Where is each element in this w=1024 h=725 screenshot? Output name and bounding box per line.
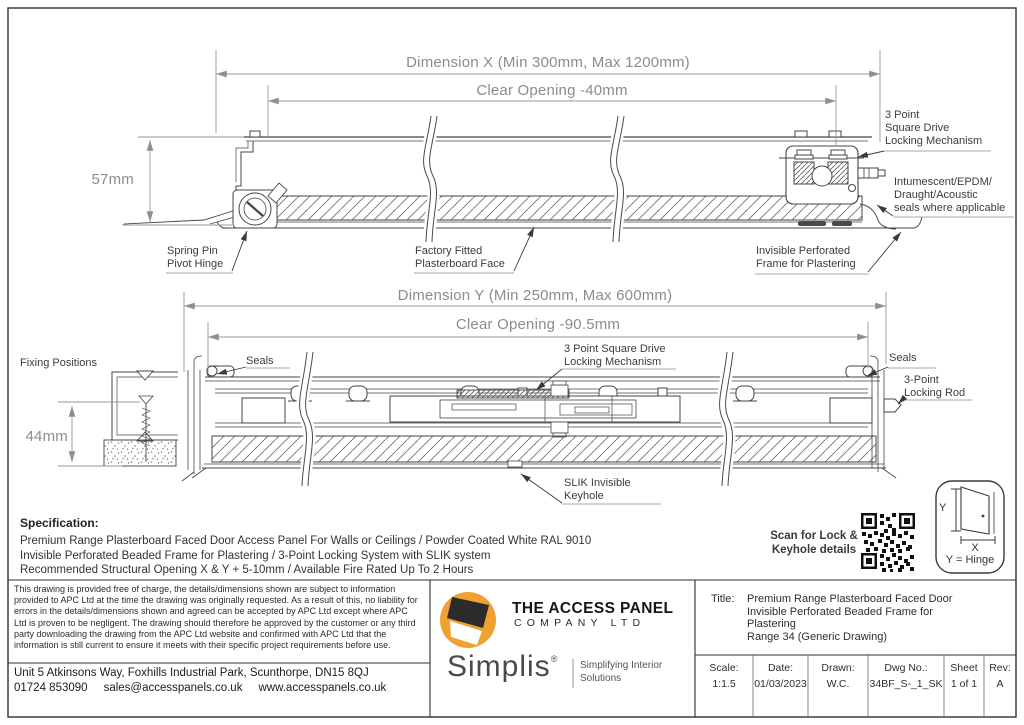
field-label: Dwg No.: xyxy=(884,662,928,674)
field-value: 1 of 1 xyxy=(950,678,978,690)
dimension-y-label: Dimension Y (Min 250mm, Max 600mm) xyxy=(397,287,673,304)
email-address: sales@accesspanels.co.uk xyxy=(103,682,243,694)
plasterboard-face-label: Factory Fitted Plasterboard Face xyxy=(415,245,505,270)
scan-qr-note: Scan for Lock & Keyhole details xyxy=(770,530,858,556)
field-value: W.C. xyxy=(826,678,850,690)
field-label: Scale: xyxy=(709,662,739,674)
slik-keyhole-label: SLIK Invisible Keyhole xyxy=(564,477,631,502)
door-hinge-diagram xyxy=(935,480,1005,574)
border-frame xyxy=(7,7,1017,718)
phone-number: 01724 853090 xyxy=(14,682,88,694)
brand-tagline-line2: Solutions xyxy=(580,673,622,684)
field-label: Date: xyxy=(767,662,794,674)
specification-line: Recommended Structural Opening X & Y + 5… xyxy=(20,564,474,577)
field-date: Date: 01/03/2023 xyxy=(753,655,808,717)
field-value: 1:1.5 xyxy=(712,678,736,690)
door-diagram-y-label: Y xyxy=(939,502,947,514)
disclaimer-text: This drawing is provided free of charge,… xyxy=(14,584,418,651)
specification-line: Premium Range Plasterboard Faced Door Ac… xyxy=(20,535,592,547)
field-drawn: Drawn: W.C. xyxy=(808,655,868,717)
specification-block: Specification: Premium Range Plasterboar… xyxy=(20,516,720,578)
pivot-hinge-label: Spring Pin Pivot Hinge xyxy=(167,245,224,270)
field-rev: Rev: A xyxy=(984,655,1016,717)
clear-opening-y-label: Clear Opening -90.5mm xyxy=(455,316,621,333)
field-label: Drawn: xyxy=(821,662,855,674)
qr-code xyxy=(860,512,916,572)
seals-left-label: Seals xyxy=(246,355,274,367)
door-diagram-x-label: X xyxy=(971,542,979,554)
brand-tagline-line1: Simplifying Interior xyxy=(580,660,663,671)
company-name-line1: THE ACCESS PANEL xyxy=(512,600,674,617)
leader-lines xyxy=(216,150,908,504)
fixing-positions-label: Fixing Positions xyxy=(20,357,98,369)
field-value: 34BF_S-_1_SK xyxy=(869,678,943,690)
company-logo-icon xyxy=(440,592,496,648)
label-underlines xyxy=(166,150,1014,505)
field-sheet: Sheet 1 of 1 xyxy=(944,655,984,717)
seals-applicable-label: Intumescent/EPDM/ Draught/Acoustic seals… xyxy=(894,176,1006,214)
field-value: 01/03/2023 xyxy=(754,678,807,690)
height-57mm-label: 57mm xyxy=(91,171,134,188)
registered-mark: ® xyxy=(550,654,558,664)
specification-line: Invisible Perforated Beaded Frame for Pl… xyxy=(20,549,491,562)
dimension-lines-top xyxy=(122,50,881,226)
locking-mechanism-label: 3 Point Square Drive Locking Mechanism xyxy=(885,109,983,147)
square-drive-lock-label: 3 Point Square Drive Locking Mechanism xyxy=(564,343,666,368)
specification-heading: Specification: xyxy=(20,516,99,530)
company-name-line2: COMPANY LTD xyxy=(514,617,646,629)
drawing-title: Premium Range Plasterboard Faced Door In… xyxy=(747,593,953,643)
brand-wordmark: Simplis® xyxy=(447,650,557,684)
field-scale: Scale: 1:1.5 xyxy=(695,655,753,717)
clear-opening-x-label: Clear Opening -40mm xyxy=(476,82,628,99)
dimension-lines-side xyxy=(58,292,887,467)
address-line: Unit 5 Atkinsons Way, Foxhills Industria… xyxy=(14,667,369,679)
door-diagram-hinge-note: Y = Hinge xyxy=(945,554,995,566)
field-value: A xyxy=(996,678,1004,690)
break-lines-top xyxy=(420,115,627,243)
perforated-frame-label: Invisible Perforated Frame for Plasterin… xyxy=(756,245,856,270)
top-section-view xyxy=(123,130,923,230)
field-dwg-no: Dwg No.: 34BF_S-_1_SK xyxy=(868,655,944,717)
contact-row: 01724 853090 sales@accesspanels.co.uk ww… xyxy=(14,682,386,694)
side-section-view xyxy=(103,355,902,482)
seals-right-label: Seals xyxy=(889,352,917,364)
break-lines-side xyxy=(296,351,736,487)
dimension-x-label: Dimension X (Min 300mm, Max 1200mm) xyxy=(406,54,690,71)
field-label: Rev: xyxy=(989,662,1011,674)
brand-name: Simplis xyxy=(447,650,551,683)
locking-rod-label: 3-Point Locking Rod xyxy=(904,374,966,399)
website-url: www.accesspanels.co.uk xyxy=(258,682,387,694)
title-field-label: Title: xyxy=(711,593,735,605)
depth-44mm-label: 44mm xyxy=(25,428,68,445)
field-label: Sheet xyxy=(950,662,978,674)
